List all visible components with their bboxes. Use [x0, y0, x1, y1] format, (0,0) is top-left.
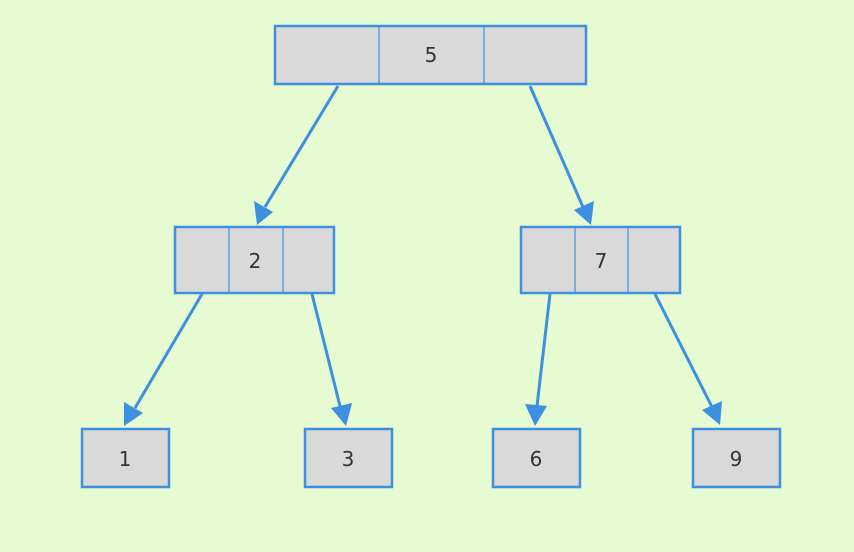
tree-node-7: 7 — [519, 225, 682, 295]
tree-node-1: 1 — [80, 427, 171, 489]
tree-node-2: 2 — [173, 225, 336, 295]
node-label-9: 9 — [730, 447, 743, 471]
edge-7-to-9 — [653, 293, 722, 425]
edge-7-to-6 — [525, 293, 552, 426]
node-label-3: 3 — [342, 447, 355, 471]
edge-2-to-1 — [124, 293, 204, 426]
node-label-6: 6 — [530, 447, 543, 471]
edge-2-to-3 — [310, 293, 352, 426]
tree-node-6: 6 — [491, 427, 582, 489]
node-label-7: 7 — [595, 249, 608, 273]
node-label-2: 2 — [249, 249, 262, 273]
node-label-5: 5 — [425, 43, 438, 67]
edge-5-to-2 — [254, 85, 340, 225]
tree-node-5: 5 — [273, 24, 588, 86]
tree-node-3: 3 — [303, 427, 394, 489]
node-label-1: 1 — [119, 447, 132, 471]
edge-5-to-7 — [528, 85, 594, 225]
tree-node-9: 9 — [691, 427, 782, 489]
edges — [124, 85, 722, 426]
